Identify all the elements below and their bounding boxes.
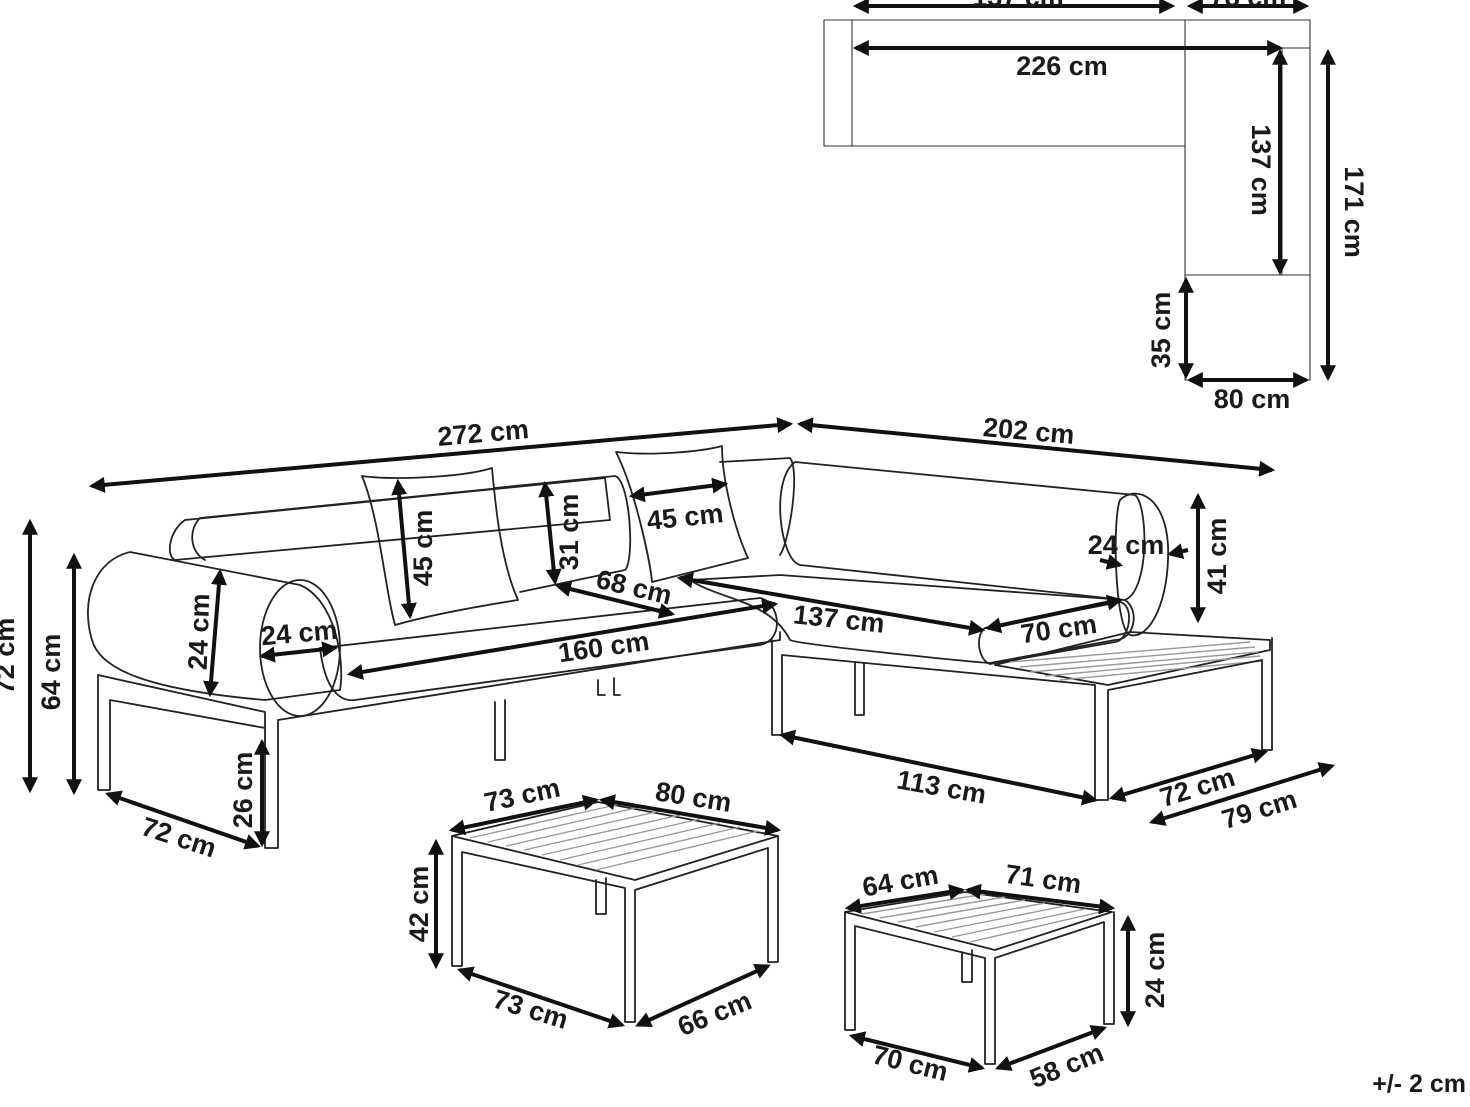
plan-view: 137 cm 78 cm 226 cm 137 cm 171 cm 35 cm … — [823, 0, 1369, 414]
arrow-113 — [778, 729, 1099, 806]
label-64: 64 cm — [36, 634, 66, 711]
label-113: 113 cm — [895, 765, 989, 810]
plan-label-171: 171 cm — [1339, 166, 1369, 258]
side-table-top — [994, 631, 1271, 686]
arrow-31 — [538, 480, 562, 586]
arrow-bolster-24-d — [258, 641, 339, 663]
arrow-24-right-a — [1099, 554, 1124, 570]
plan-label-35: 35 cm — [1146, 292, 1176, 369]
arrow-79 — [1148, 762, 1336, 826]
label-stool-70: 70 cm — [869, 1039, 951, 1087]
label-table-42: 42 cm — [404, 866, 434, 943]
label-pillow-45-w: 45 cm — [645, 498, 724, 536]
coffee-table-frame — [451, 835, 779, 1023]
stool: 64 cm 71 cm 24 cm 70 cm 58 cm — [844, 859, 1170, 1094]
arrow-stool-70 — [848, 1031, 986, 1073]
plan-label-78: 78 cm — [1210, 0, 1287, 12]
label-stool-24: 24 cm — [1140, 932, 1170, 1009]
arrow-70 — [984, 594, 1124, 634]
label-pillow-45-h: 45 cm — [408, 510, 438, 587]
arrow-table-73-bottom — [456, 966, 626, 1029]
arrow-pillow-45-h — [391, 478, 417, 620]
plan-label-137-top: 137 cm — [972, 0, 1064, 12]
label-table-66: 66 cm — [674, 985, 756, 1041]
label-bolster-24-d: 24 cm — [260, 615, 339, 652]
bolster-left — [87, 551, 343, 701]
corner-sofa: 272 cm 202 cm 72 cm 64 cm 45 cm 31 cm 45… — [0, 412, 1336, 864]
arrow-table-73-top — [448, 794, 600, 836]
label-272: 272 cm — [436, 414, 530, 452]
arrow-sofa-depth-72 — [104, 790, 262, 850]
plan-label-137-v: 137 cm — [1246, 124, 1276, 216]
arrow-24-right-b — [1166, 543, 1189, 560]
arrow-table-80 — [598, 794, 782, 836]
pillow-left — [361, 467, 519, 626]
back-cushion-left — [168, 477, 611, 561]
label-stool-58: 58 cm — [1026, 1037, 1108, 1093]
plan-label-80: 80 cm — [1214, 384, 1291, 414]
plan-label-226: 226 cm — [1016, 51, 1108, 81]
coffee-table: 73 cm 80 cm 42 cm 73 cm 66 cm — [404, 773, 782, 1042]
label-bolster-24-right: 24 cm — [1088, 530, 1165, 560]
arrow-stool-71 — [964, 883, 1116, 915]
label-41: 41 cm — [1202, 518, 1232, 595]
frame-left — [97, 631, 781, 849]
arrow-stool-58 — [995, 1025, 1107, 1071]
arrow-pillow-45-w — [628, 477, 729, 503]
label-137: 137 cm — [792, 599, 886, 638]
arrow-stool-64 — [844, 884, 966, 914]
arrow-bolster-24-h — [203, 568, 227, 698]
plan-outline — [823, 19, 1311, 381]
label-table-73-bottom: 73 cm — [490, 984, 572, 1035]
arrow-table-66 — [635, 964, 771, 1027]
stool-frame — [844, 911, 1115, 1065]
label-31: 31 cm — [554, 494, 584, 571]
label-26: 26 cm — [228, 752, 258, 829]
tolerance-label: +/- 2 cm — [1372, 1070, 1466, 1098]
arrow-137 — [676, 572, 986, 636]
arrow-272 — [88, 417, 794, 493]
label-stool-71: 71 cm — [1003, 859, 1083, 899]
label-72-height: 72 cm — [0, 618, 20, 695]
arrow-202 — [796, 417, 1276, 477]
label-bolster-24-h: 24 cm — [183, 593, 216, 671]
